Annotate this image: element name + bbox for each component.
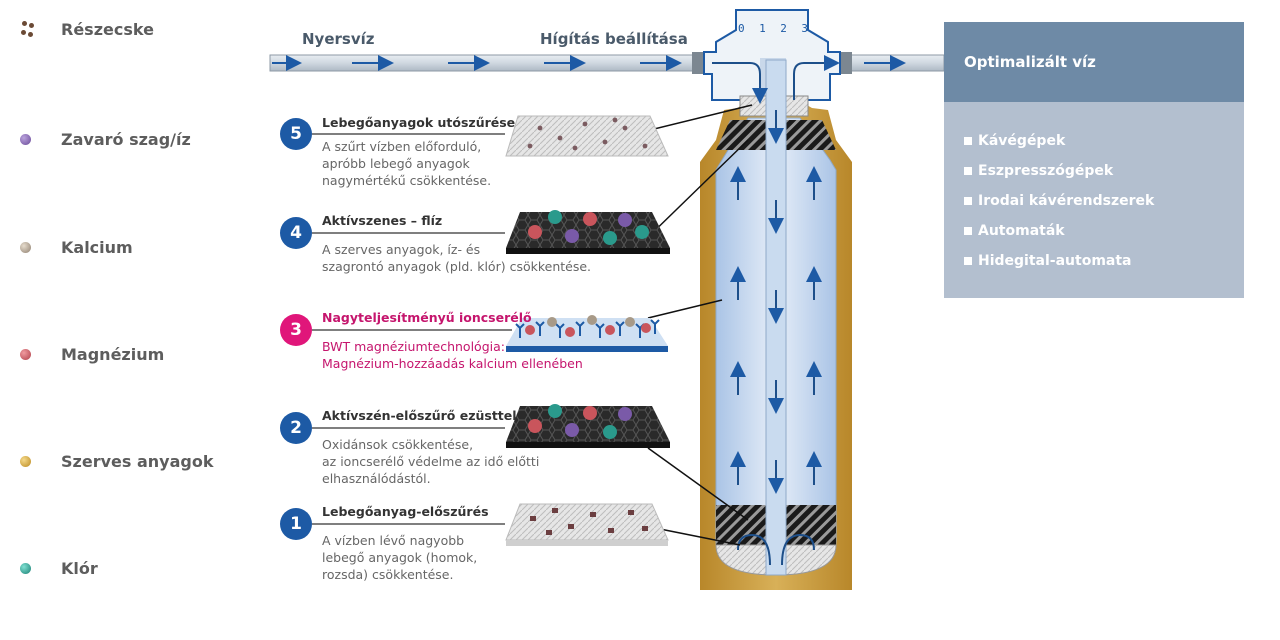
stage-title: Aktívszenes – flíz	[322, 213, 443, 228]
dial-digit: 3	[801, 22, 808, 35]
output-panel: Optimalizált víz Kávégépek Eszpresszógép…	[944, 22, 1244, 298]
media-ion-exchange	[506, 315, 668, 352]
output-item-label: Kávégépek	[978, 133, 1066, 149]
stage-title: Nagyteljesítményű ioncserélő	[322, 310, 532, 325]
stage-number: 3	[280, 314, 312, 346]
stage-description: A szűrt vízben előforduló, apróbb lebegő…	[322, 139, 492, 188]
legend-label: Szerves anyagok	[61, 452, 214, 471]
stage-title: Lebegőanyagok utószűrése	[322, 115, 516, 130]
output-item: Automaták	[964, 216, 1244, 246]
legend-label: Magnézium	[61, 345, 165, 364]
output-list: Kávégépek Eszpresszógépek Irodai kávéren…	[944, 102, 1244, 276]
legend-item-odor: Zavaró szag/íz	[20, 130, 191, 149]
output-item: Hidegital-automata	[964, 246, 1244, 276]
output-item-label: Irodai kávérendszerek	[978, 193, 1155, 209]
bullet-square-icon	[964, 167, 972, 175]
legend-label: Kalcium	[61, 238, 133, 257]
media-fleece-particles	[505, 503, 669, 546]
output-item: Kávégépek	[964, 126, 1244, 156]
legend-label: Zavaró szag/íz	[61, 130, 191, 149]
dial-digit: 2	[780, 22, 787, 35]
output-item-label: Hidegital-automata	[978, 253, 1132, 269]
legend-item-particles: Részecske	[20, 20, 154, 39]
beige-dot-icon	[20, 242, 31, 253]
output-item-label: Automaták	[978, 223, 1065, 239]
output-item: Irodai kávérendszerek	[964, 186, 1244, 216]
teal-dot-icon	[20, 563, 31, 574]
outlet-pipe	[838, 52, 945, 74]
dilution-label: Hígítás beállítása	[540, 30, 688, 48]
raw-water-label: Nyersvíz	[302, 30, 375, 48]
legend-item-magnesium: Magnézium	[20, 345, 164, 364]
legend-item-organic: Szerves anyagok	[20, 452, 213, 471]
stage-number: 2	[280, 412, 312, 444]
dial-digit: 0	[738, 22, 745, 35]
output-title: Optimalizált víz	[944, 22, 1244, 102]
output-item: Eszpresszógépek	[964, 156, 1244, 186]
stage-number: 5	[280, 118, 312, 150]
legend-label: Klór	[61, 559, 98, 578]
output-item-label: Eszpresszógépek	[978, 163, 1114, 179]
bullet-square-icon	[964, 137, 972, 145]
legend-item-calcium: Kalcium	[20, 238, 133, 257]
dial-digit: 1	[759, 22, 766, 35]
stage-description: Oxidánsok csökkentése, az ioncserélő véd…	[322, 437, 540, 486]
stage-number: 4	[280, 217, 312, 249]
red-dot-icon	[20, 349, 31, 360]
yellow-dot-icon	[20, 456, 31, 467]
media-fleece-white	[505, 115, 669, 157]
stage-title: Lebegőanyag-előszűrés	[322, 504, 489, 519]
media-carbon-fleece	[506, 210, 670, 254]
bullet-square-icon	[964, 197, 972, 205]
dilution-dial[interactable]: 0 1 2 3	[738, 22, 808, 35]
stage-description: A szerves anyagok, íz- és szagrontó anya…	[322, 242, 592, 274]
stage-number: 1	[280, 508, 312, 540]
purple-dot-icon	[20, 134, 31, 145]
inlet-pipe	[269, 52, 706, 74]
media-carbon-silver	[506, 404, 670, 448]
bullet-square-icon	[964, 257, 972, 265]
particles-icon	[20, 20, 36, 39]
stage-title: Aktívszén-előszűrő ezüsttel	[322, 408, 517, 423]
bullet-square-icon	[964, 227, 972, 235]
stage-description: BWT magnéziumtechnológia: Magnézium-hozz…	[322, 339, 583, 371]
flow-arrows	[712, 55, 840, 566]
stage-underlines	[312, 133, 512, 525]
legend-item-chlorine: Klór	[20, 559, 98, 578]
stage-description: A vízben lévő nagyobb lebegő anyagok (ho…	[322, 533, 478, 582]
legend-label: Részecske	[61, 20, 154, 39]
